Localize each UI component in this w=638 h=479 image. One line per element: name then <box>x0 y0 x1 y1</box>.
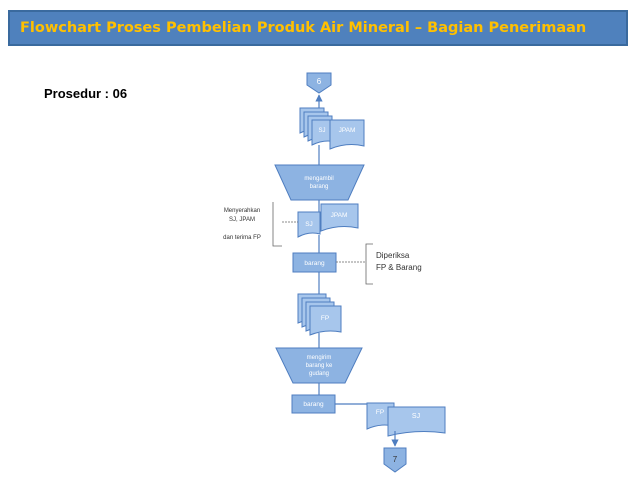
doc-sj-label-bottom: SJ <box>412 413 420 420</box>
annotation-menyerahkan: Menyerahkan SJ, JPAM dan terima FP <box>223 202 298 247</box>
document-pair-middle: SJ JPAM <box>297 203 359 238</box>
op-mengambil-line1: mengambil <box>304 176 333 182</box>
document-pair-bottom: FP SJ <box>366 402 446 437</box>
document-stack-top: SJ JPAM <box>299 107 365 150</box>
doc-sj-label-mid: SJ <box>305 221 313 228</box>
procedure-label: Prosedur : 06 <box>44 86 128 101</box>
op-mengambil-line2: barang <box>310 184 329 190</box>
title-bar: Flowchart Proses Pembelian Produk Air Mi… <box>8 10 628 46</box>
doc-fp-label-bottom: FP <box>376 409 384 416</box>
manual-op-mengambil: mengambil barang <box>274 164 365 201</box>
op-mengirim-line3: gudang <box>309 371 329 377</box>
connector-start: 6 <box>306 72 332 94</box>
connector-end: 7 <box>383 447 407 473</box>
op-mengirim-line2: barang ke <box>306 363 333 369</box>
annotation-diperiksa: Diperiksa FP & Barang <box>336 243 422 285</box>
proc-barang-1-label: barang <box>304 260 325 267</box>
note-diperiksa-line1: Diperiksa <box>376 251 410 260</box>
note-menyerahkan-line2: SJ, JPAM <box>229 217 255 223</box>
document-stack-fp: FP <box>297 293 342 336</box>
connector-end-label: 7 <box>393 455 398 464</box>
proc-barang-2-label: barang <box>303 401 324 408</box>
doc-jpam-label-mid: JPAM <box>331 212 348 219</box>
doc-fp-label-stack: FP <box>321 315 329 322</box>
slide-title: Flowchart Proses Pembelian Produk Air Mi… <box>20 20 587 36</box>
connector-start-label: 6 <box>317 77 322 86</box>
doc-sj-label-top: SJ <box>318 128 325 134</box>
process-barang-2: barang <box>291 394 336 414</box>
manual-op-mengirim: mengirim barang ke gudang <box>275 347 363 384</box>
process-barang-1: barang <box>292 252 337 273</box>
doc-jpam-label-top: JPAM <box>339 127 356 134</box>
note-menyerahkan-line1: Menyerahkan <box>224 208 260 214</box>
note-menyerahkan-line3: dan terima FP <box>223 235 261 241</box>
note-diperiksa-line2: FP & Barang <box>376 263 422 272</box>
op-mengirim-line1: mengirim <box>307 355 332 361</box>
